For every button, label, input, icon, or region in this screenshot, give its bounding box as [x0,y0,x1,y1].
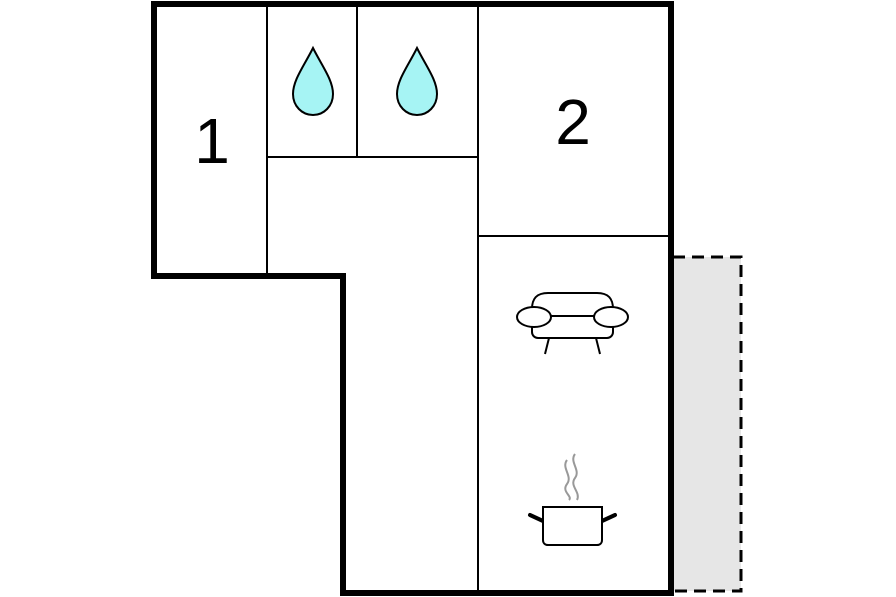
room-label-2: 2 [555,86,591,158]
sofa-icon [516,292,629,355]
room-label-1: 1 [194,105,230,177]
cooking-pot-icon [528,453,617,546]
interior-walls [266,6,670,593]
outer-walls [151,1,674,596]
terrace-area [673,257,741,591]
water-drop-icon [291,45,335,117]
terrace-dashed-outline [673,255,743,593]
water-drop-icon [395,45,439,117]
